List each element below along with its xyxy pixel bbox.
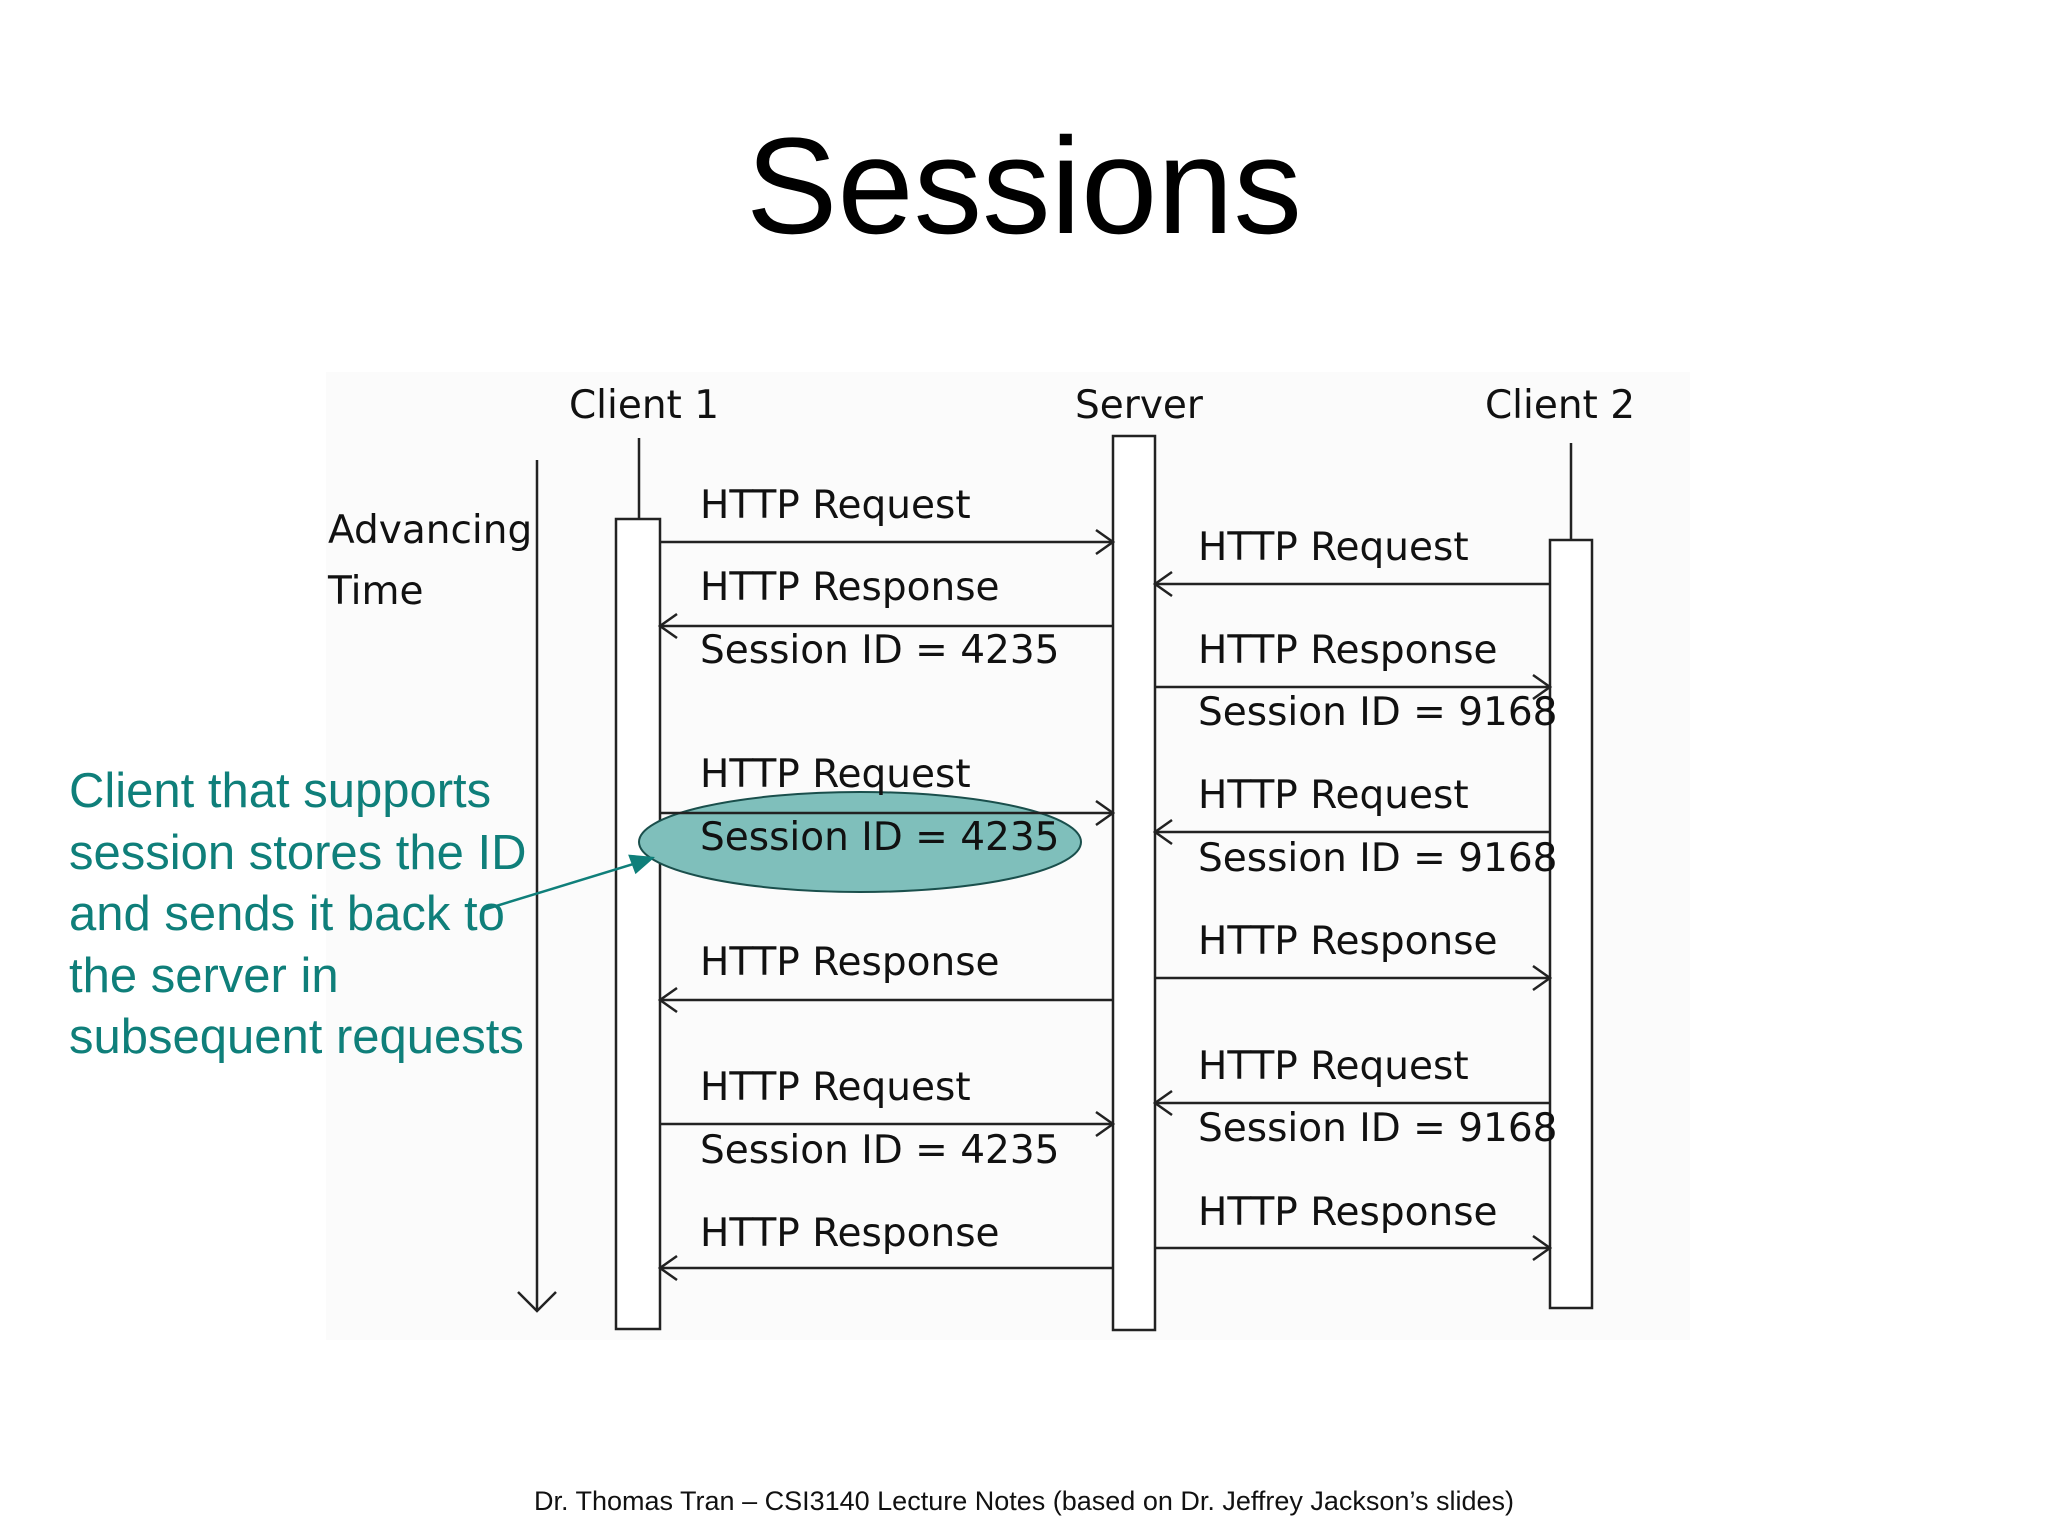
- client2-messages: [1152, 570, 1553, 1262]
- footer-credit: Dr. Thomas Tran – CSI3140 Lecture Notes …: [534, 1486, 1514, 1516]
- client1-message-session-id: Session ID = 4235: [700, 1128, 1059, 1173]
- client2-message-label: HTTP Request: [1198, 525, 1469, 570]
- arrowhead: [1152, 570, 1173, 598]
- client2-message-label: HTTP Response: [1198, 628, 1498, 673]
- client1-message-label: HTTP Response: [700, 565, 1000, 610]
- client2-message-label: HTTP Request: [1198, 1044, 1469, 1089]
- arrowhead: [657, 612, 678, 640]
- arrowhead: [1532, 673, 1553, 701]
- arrowhead: [1152, 1089, 1173, 1117]
- client1-message-label: HTTP Response: [700, 940, 1000, 985]
- client2-message-session-id: Session ID = 9168: [1198, 690, 1557, 735]
- client2-message-label: HTTP Response: [1198, 1190, 1498, 1235]
- arrowhead: [657, 1254, 678, 1282]
- arrowhead: [1532, 1234, 1553, 1262]
- arrowhead: [1095, 1110, 1116, 1138]
- arrowhead: [1152, 818, 1173, 846]
- arrowhead: [1095, 528, 1116, 556]
- client1-message-label: HTTP Request: [700, 752, 971, 797]
- client2-message-label: HTTP Request: [1198, 773, 1469, 818]
- client1-messages: [657, 528, 1116, 1282]
- client1-activation-bar: [614, 517, 662, 1331]
- arrowhead: [1095, 799, 1116, 827]
- session-id-highlight: [638, 791, 1082, 893]
- client2-message-session-id: Session ID = 9168: [1198, 1106, 1557, 1151]
- arrowhead: [1532, 964, 1553, 992]
- time-axis-arrow: [517, 460, 557, 1313]
- annotation-pointer-arrow: [482, 854, 656, 912]
- annotation-text: Client that supports session stores the …: [69, 764, 527, 1064]
- time-axis-label-time: Time: [327, 569, 423, 614]
- client2-message-label: HTTP Response: [1198, 919, 1498, 964]
- client2-message-session-id: Session ID = 9168: [1198, 836, 1557, 881]
- participant-server-label: Server: [1075, 383, 1204, 428]
- participant-client1-label: Client 1: [569, 383, 719, 428]
- slide-title: Sessions: [746, 110, 1302, 263]
- client2-activation-bar: [1548, 538, 1594, 1310]
- client1-message-label: HTTP Request: [700, 1065, 971, 1110]
- arrowhead: [657, 986, 678, 1014]
- server-activation-bar: [1111, 434, 1157, 1332]
- time-axis-label-advancing: Advancing: [328, 508, 532, 553]
- client1-message-session-id: Session ID = 4235: [700, 815, 1059, 860]
- participant-client2-label: Client 2: [1485, 383, 1635, 428]
- client1-message-label: HTTP Request: [700, 483, 971, 528]
- client1-message-label: HTTP Response: [700, 1211, 1000, 1256]
- client1-message-session-id: Session ID = 4235: [700, 628, 1059, 673]
